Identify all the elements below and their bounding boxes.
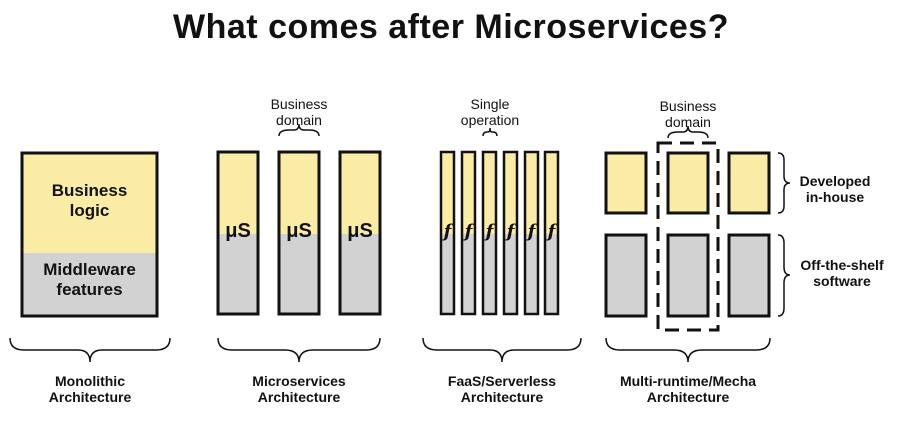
monolith-business-area [22,153,157,253]
mecha-top-middle [666,151,710,215]
offshelf-bracket [777,234,791,317]
function-bar-5 [523,150,540,316]
faas-functions [439,150,560,316]
faas-brace [422,337,582,363]
function-symbol-1: ƒ [443,221,452,242]
monolith-outline [20,151,159,318]
function-symbol-3: ƒ [485,221,494,242]
function-symbol-6: ƒ [547,221,556,242]
microservice-1 [216,150,260,316]
mecha-top-left [604,151,648,215]
microservice-bracket [278,123,320,137]
diagram-title: What comes after Microservices? [173,8,729,46]
microservice-symbol-2: μS [286,220,312,242]
mecha-bottom-left [604,233,648,318]
function-symbol-5: ƒ [527,221,536,242]
function-bar-2 [460,150,477,316]
mecha-brace [605,337,771,363]
function-bar-1 [439,150,456,316]
monolith-block [20,151,159,318]
microservice-symbol-3: μS [347,220,373,242]
function-bar-3 [481,150,498,316]
microservices-brace [217,337,381,363]
mecha-blocks [604,141,771,332]
mecha-domain-bracket [667,125,709,139]
function-symbol-2: ƒ [464,221,473,242]
monolith-middleware-area [22,253,157,316]
faas-bracket [482,127,498,137]
function-symbol-4: ƒ [506,221,515,242]
developed-bracket [777,152,791,214]
mecha-top-right [727,151,771,215]
mecha-bottom-right [727,233,771,318]
mecha-domain-dashed-box [656,141,720,332]
microservice-2 [277,150,321,316]
mecha-bottom-middle [666,233,710,318]
microservice-3 [338,150,382,316]
function-bar-4 [502,150,519,316]
function-bar-6 [543,150,560,316]
monolith-brace [9,337,171,363]
microservice-symbol-1: μS [225,220,251,242]
